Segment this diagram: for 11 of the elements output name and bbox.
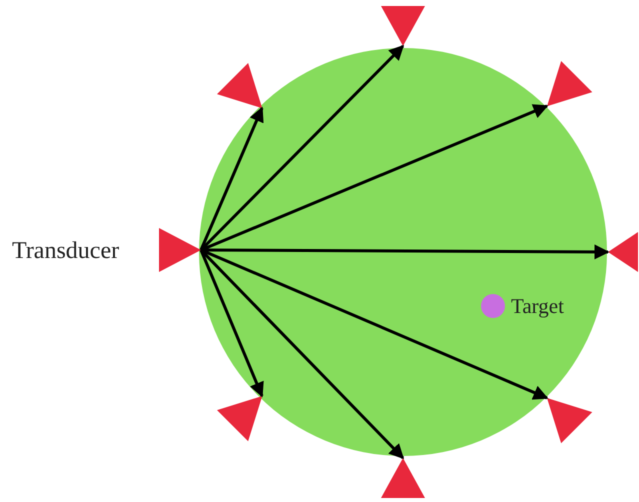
arrow — [200, 106, 264, 251]
arrow — [200, 248, 404, 460]
transducer-triangle — [159, 228, 201, 272]
node-caption: Target — [511, 296, 564, 317]
receiver-triangle — [381, 6, 425, 46]
target-dot — [481, 294, 505, 318]
node-caption: Transducer — [12, 239, 120, 263]
receiver-triangle — [381, 458, 425, 498]
arrow — [200, 44, 404, 252]
receiver-triangle — [608, 232, 638, 272]
arrow — [200, 249, 264, 398]
